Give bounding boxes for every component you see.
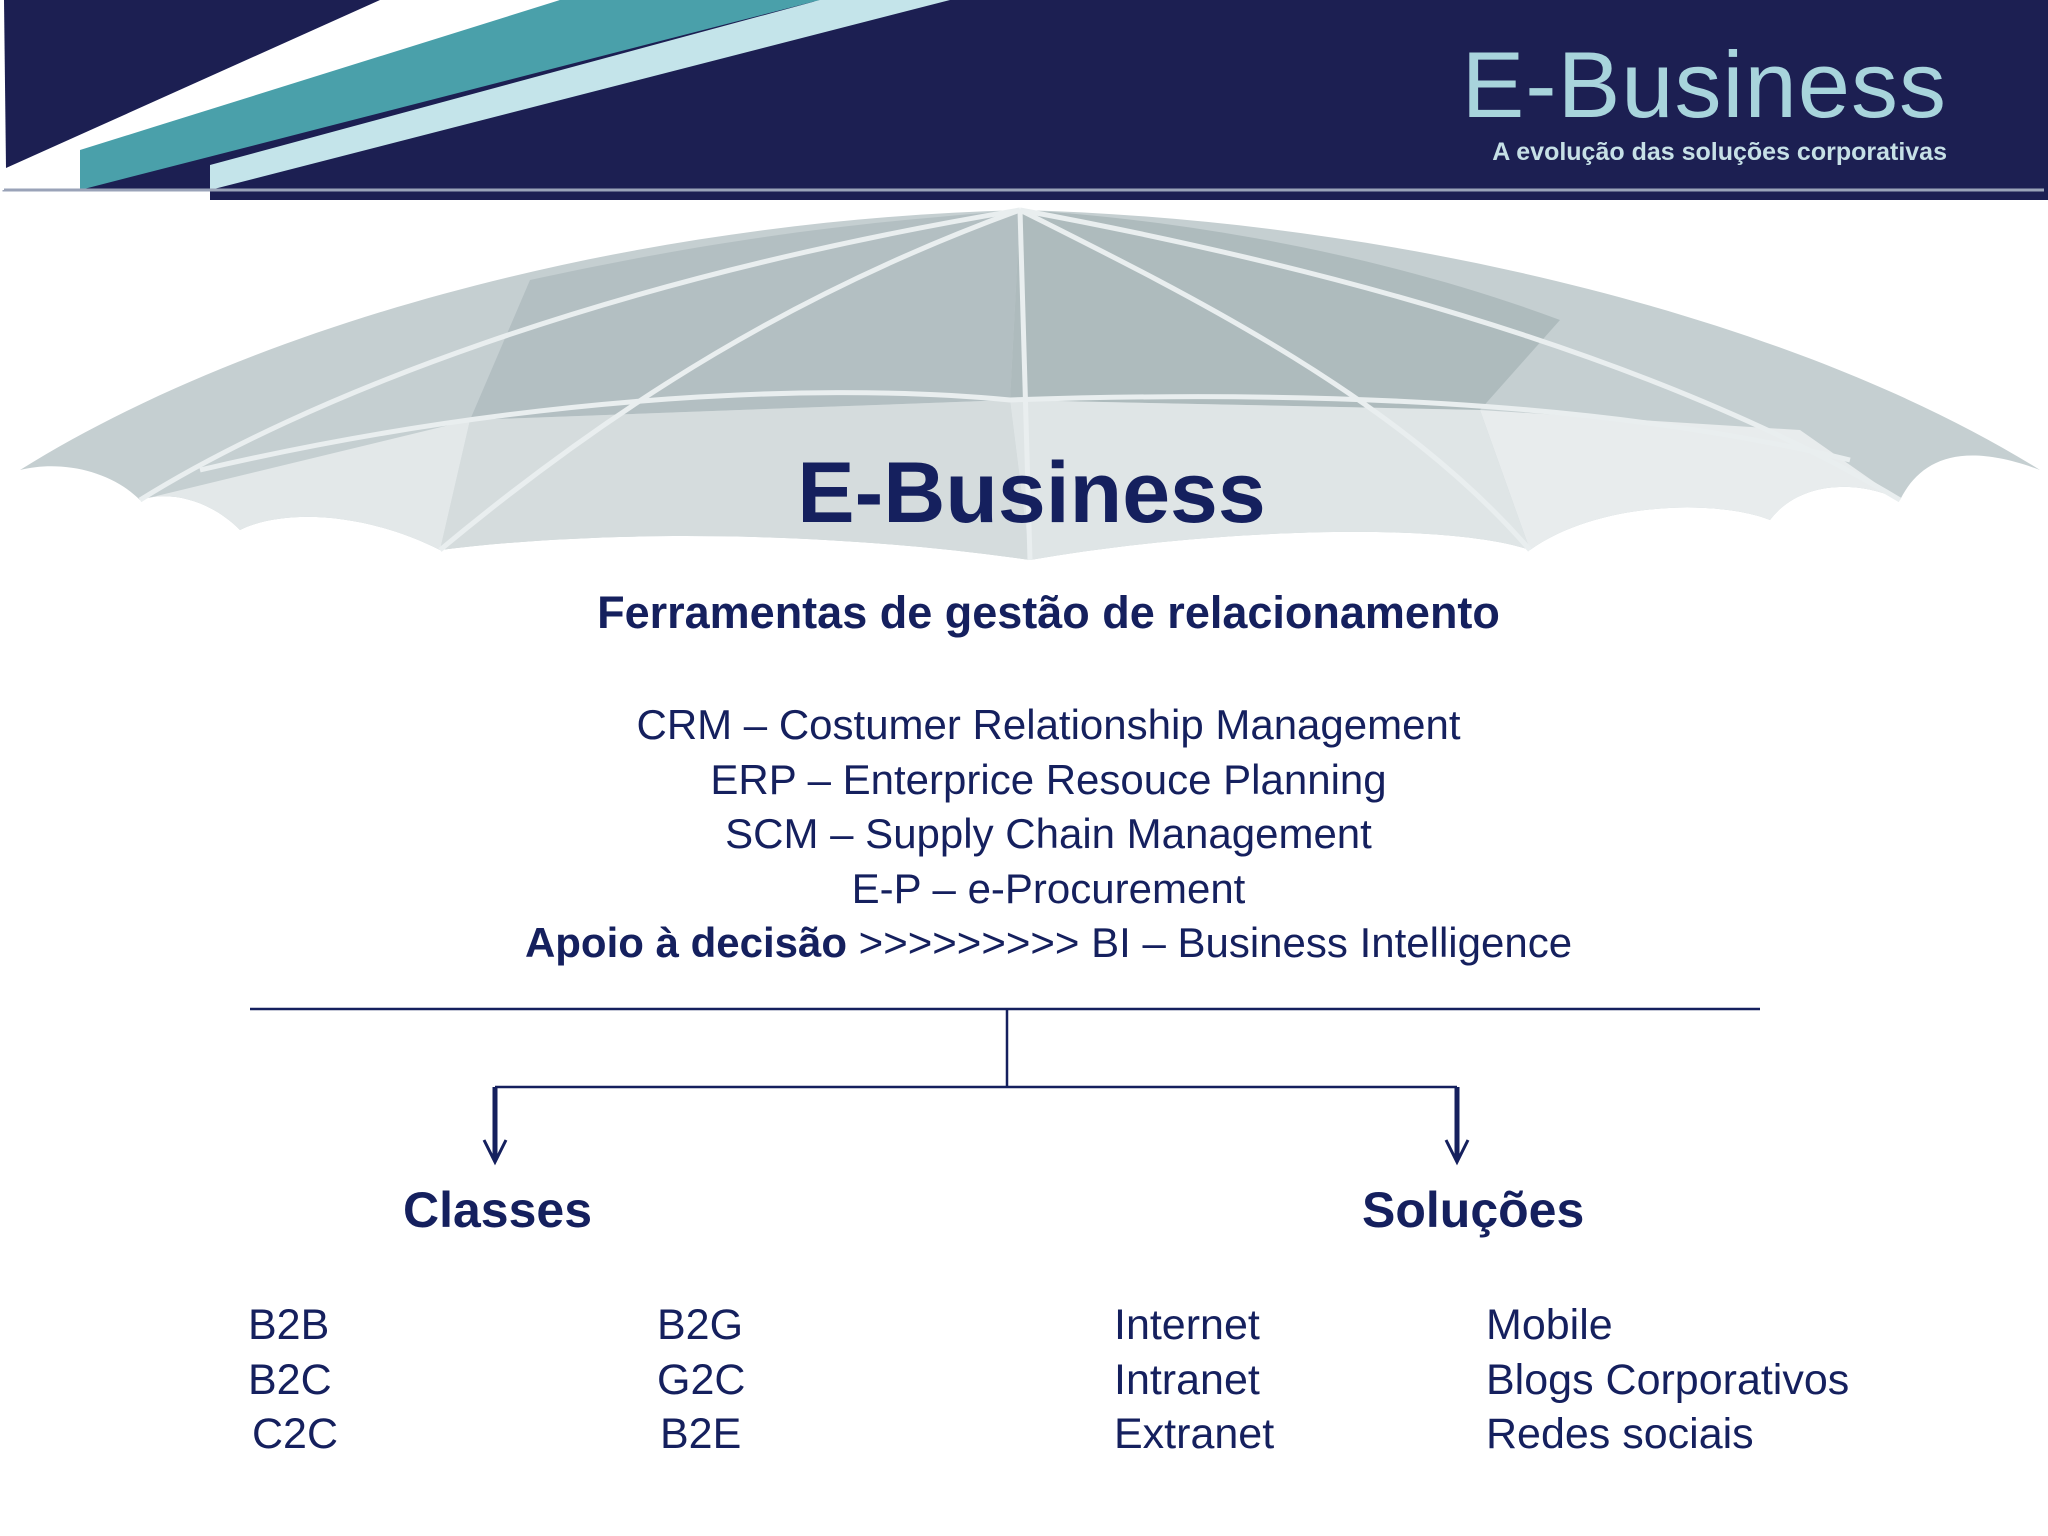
list-item: Blogs Corporativos	[1486, 1355, 1850, 1404]
list-item: B2C	[248, 1355, 332, 1404]
decision-support-line: Apoio à decisão >>>>>>>>> BI – Business …	[0, 916, 2048, 971]
list-item: Extranet	[1114, 1410, 1275, 1458]
list-item: B2G	[657, 1301, 744, 1349]
classes-list-2: B2G G2C B2E	[657, 1298, 745, 1462]
list-item: B2B	[248, 1301, 330, 1349]
list-item: C2C	[252, 1410, 339, 1458]
classes-title: Classes	[403, 1182, 593, 1238]
solucoes-list-1: Internet Intranet Extranet	[1114, 1298, 1274, 1462]
umbrella-canopy-image	[20, 207, 2040, 561]
main-title: E-Business	[797, 445, 1266, 541]
list-item: Mobile	[1486, 1301, 1613, 1349]
tool-item-erp: ERP – Enterprice Resouce Planning	[710, 755, 1387, 803]
classes-list-1: B2B B2C C2C	[248, 1298, 338, 1462]
list-item: G2C	[657, 1355, 746, 1404]
list-item: B2E	[660, 1410, 742, 1458]
tool-item-ep: E-P – e-Procurement	[851, 864, 1246, 912]
list-item: Internet	[1114, 1301, 1260, 1349]
tool-item-scm: SCM – Supply Chain Management	[725, 810, 1372, 857]
decision-support-label: Apoio à decisão	[524, 919, 848, 966]
bi-text: >>>>>>>>> BI – Business Intelligence	[847, 919, 1573, 966]
solucoes-list-2: Mobile Blogs Corporativos Redes sociais	[1486, 1298, 1849, 1462]
tools-list: CRM – Costumer Relationship Management E…	[0, 698, 2048, 971]
list-item: Intranet	[1114, 1355, 1260, 1404]
section-subtitle: Ferramentas de gestão de relacionamento	[597, 587, 1500, 638]
tool-item-crm: CRM – Costumer Relationship Management	[636, 701, 1461, 748]
header-banner	[0, 0, 2048, 200]
list-item: Redes sociais	[1486, 1410, 1754, 1458]
header-title: E-Business	[1461, 32, 1947, 137]
header-subtitle: A evolução das soluções corporativas	[1492, 138, 1947, 166]
solucoes-title: Soluções	[1362, 1182, 1585, 1238]
